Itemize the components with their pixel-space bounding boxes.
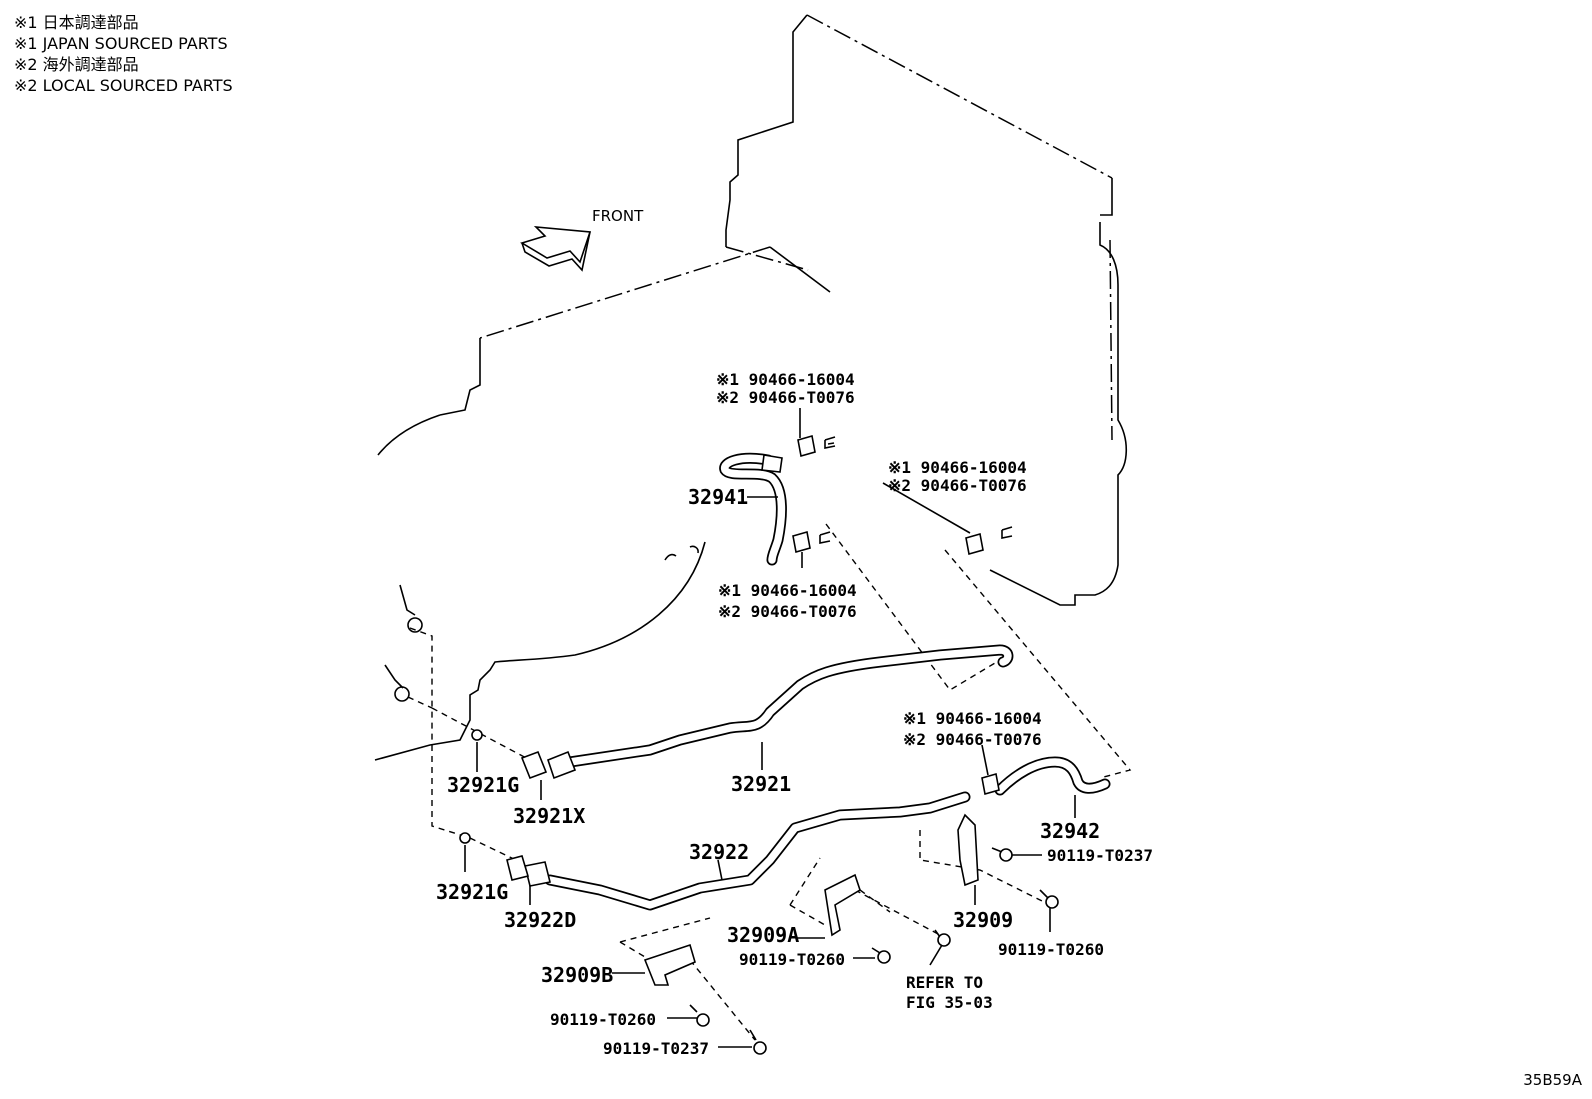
part-label-32921X[interactable]: 32921X bbox=[513, 804, 586, 828]
clamp-callout-top-local[interactable]: ※2 90466-T0076 bbox=[716, 388, 855, 407]
part-label-32921G-lower[interactable]: 32921G bbox=[436, 880, 509, 904]
bolt-label-90119-T0237-right[interactable]: 90119-T0237 bbox=[1047, 846, 1153, 865]
clamp-callout-mid-japan[interactable]: ※1 90466-16004 bbox=[718, 581, 857, 600]
clamp-callout-right-japan[interactable]: ※1 90466-16004 bbox=[888, 458, 1027, 477]
bolt-label-90119-T0260-right[interactable]: 90119-T0260 bbox=[998, 940, 1104, 959]
hose-32942 bbox=[994, 756, 1111, 796]
label-leaders bbox=[464, 408, 1076, 1048]
leader-lines bbox=[407, 482, 1132, 1041]
refer-note-line-1[interactable]: REFER TO bbox=[906, 973, 984, 992]
legend-line-4: ※2 LOCAL SOURCED PARTS bbox=[14, 76, 233, 95]
clamp-callout-lower-right-local[interactable]: ※2 90466-T0076 bbox=[903, 730, 1042, 749]
front-arrow-icon bbox=[520, 225, 592, 272]
part-label-32941[interactable]: 32941 bbox=[688, 485, 749, 509]
bolt-label-90119-T0260-lower[interactable]: 90119-T0260 bbox=[550, 1010, 656, 1029]
clamp-icons bbox=[459, 434, 1013, 844]
legend-line-2: ※1 JAPAN SOURCED PARTS bbox=[14, 34, 228, 53]
bolt-label-90119-T0260-mid[interactable]: 90119-T0260 bbox=[739, 950, 845, 969]
hose-32941 bbox=[719, 452, 787, 566]
bolt-label-90119-T0237-lower[interactable]: 90119-T0237 bbox=[603, 1039, 709, 1058]
legend-line-3: ※2 海外調達部品 bbox=[14, 55, 139, 74]
transaxle-outline bbox=[374, 541, 706, 761]
tube-32922 bbox=[506, 791, 971, 911]
bolt-icons bbox=[689, 847, 1059, 1055]
tube-32921 bbox=[520, 644, 1014, 780]
engine-outline bbox=[377, 14, 1128, 606]
bracket-icons bbox=[643, 813, 979, 986]
part-label-32909B[interactable]: 32909B bbox=[541, 963, 614, 987]
part-label-32922D[interactable]: 32922D bbox=[504, 908, 577, 932]
clamp-callout-mid-local[interactable]: ※2 90466-T0076 bbox=[718, 602, 857, 621]
refer-note-line-2[interactable]: FIG 35-03 bbox=[906, 993, 993, 1012]
part-label-32909A[interactable]: 32909A bbox=[727, 923, 800, 947]
part-label-32909[interactable]: 32909 bbox=[953, 908, 1014, 932]
clamp-callout-lower-right-japan[interactable]: ※1 90466-16004 bbox=[903, 709, 1042, 728]
part-label-32942[interactable]: 32942 bbox=[1040, 819, 1101, 843]
legend-line-1: ※1 日本調達部品 bbox=[14, 13, 139, 32]
part-label-32921[interactable]: 32921 bbox=[731, 772, 792, 796]
clamp-callout-right-local[interactable]: ※2 90466-T0076 bbox=[888, 476, 1027, 495]
parts-source-legend: ※1 日本調達部品 ※1 JAPAN SOURCED PARTS ※2 海外調達… bbox=[14, 12, 233, 96]
clamp-callout-top-japan[interactable]: ※1 90466-16004 bbox=[716, 370, 855, 389]
front-label: FRONT bbox=[592, 207, 644, 225]
part-label-32921G-upper[interactable]: 32921G bbox=[447, 773, 520, 797]
diagram-code: 35B59A bbox=[1523, 1071, 1582, 1089]
part-label-32922[interactable]: 32922 bbox=[689, 840, 750, 864]
